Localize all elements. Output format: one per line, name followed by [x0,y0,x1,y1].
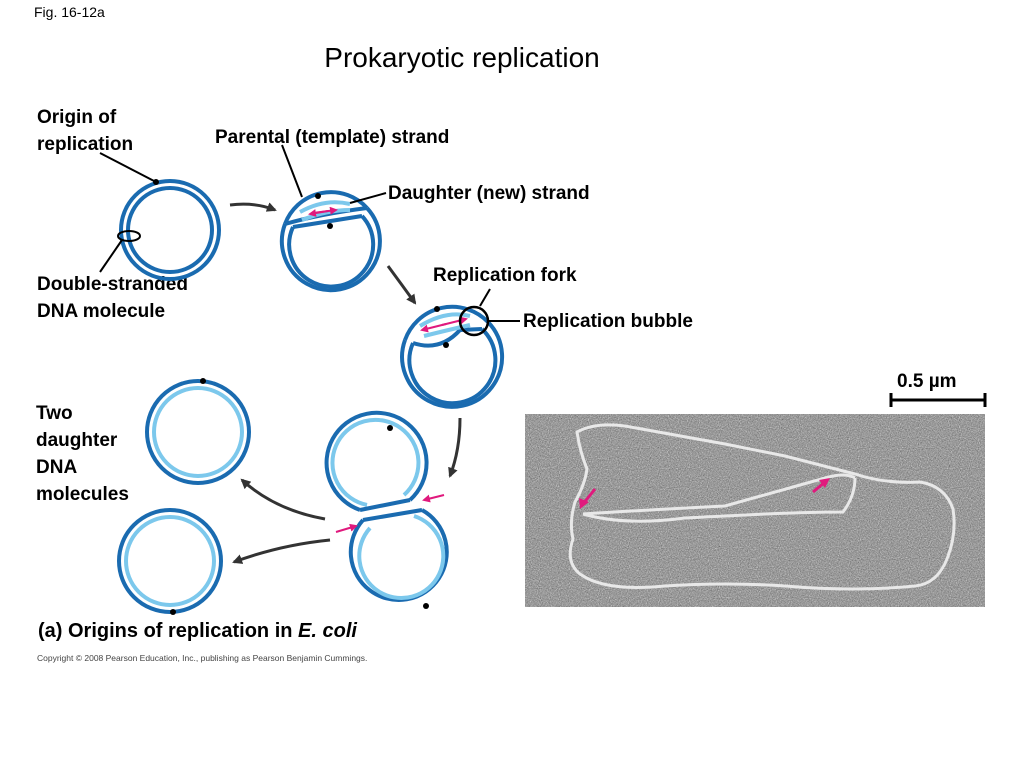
em-fork-arrow-right-head [819,478,830,488]
process-arrow-1 [229,202,277,212]
origin-label-line2: replication [37,134,134,155]
double-stranded-line2: DNA molecule [37,301,166,322]
copyright-notice: Copyright © 2008 Pearson Education, Inc.… [37,653,368,663]
stage2-arrow-left [308,209,329,217]
em-fork-arrow-left-head [579,498,589,509]
parental-leader-line [281,144,303,198]
stage1-dna-circle [117,179,221,281]
daughter-circle-bottom [117,508,223,615]
caption-prefix: (a) Origins of replication in [38,620,299,642]
stage2-daughter-strand-top [299,200,351,214]
two-daughter-line3: DNA [36,457,78,478]
figure-tag: Fig. 16-12a [34,4,105,20]
double-strand-leader-line [99,239,123,273]
process-arrow-2 [386,265,417,305]
micrograph-image [525,414,985,607]
daughter-strand-label: Daughter (new) strand [388,183,590,204]
daughter-leader-line [349,192,387,204]
title-text: Prokaryotic replication [324,42,600,73]
replication-fork-label: Replication fork [433,265,577,286]
daughter-circle-top [145,378,251,485]
scale-bar-label: 0.5 µm [897,371,957,392]
micrograph-grain [525,414,985,607]
origin-leader-line [99,152,157,183]
stage3-daughter-strand-top [418,312,471,328]
parental-strand-label: Parental (template) strand [215,127,450,148]
stage3-daughter-strand-bottom [423,323,471,338]
double-stranded-label: Double-stranded DNA molecule [37,271,188,325]
caption-species: E. coli [298,620,357,642]
dna-outer-loop [568,423,956,591]
two-daughter-line1: Two [36,403,73,424]
process-arrow-4 [240,478,326,521]
scale-bar [889,393,987,407]
replication-bubble-label: Replication bubble [523,311,693,332]
origin-label: Origin of replication [37,104,133,158]
origin-label-line1: Origin of [37,107,117,128]
stage3-dna-circle [400,304,505,409]
two-daughter-line4: molecules [36,484,129,505]
stage2-daughter-strand-bottom [301,208,351,222]
figure-caption: (a) Origins of replication in E. coli [38,620,357,643]
electron-micrograph [525,414,985,607]
stage4-arrow-upper [422,494,445,503]
stage2-dna-circle [279,190,382,293]
stage4-figure-eight [324,410,449,609]
dna-bubble-strands [582,473,857,523]
stage4-arrow-lower [335,523,358,533]
process-arrow-5 [232,538,331,564]
double-strand-highlight-ellipse [117,230,141,242]
fork-leader-line [479,288,491,307]
process-arrow-3 [448,417,462,478]
page-title: Prokaryotic replication [0,42,1024,74]
double-stranded-line1: Double-stranded [37,274,188,295]
stage3-arrow-left [420,323,447,333]
two-daughter-label: Two daughter DNA molecules [36,400,129,508]
two-daughter-line2: daughter [36,430,118,451]
